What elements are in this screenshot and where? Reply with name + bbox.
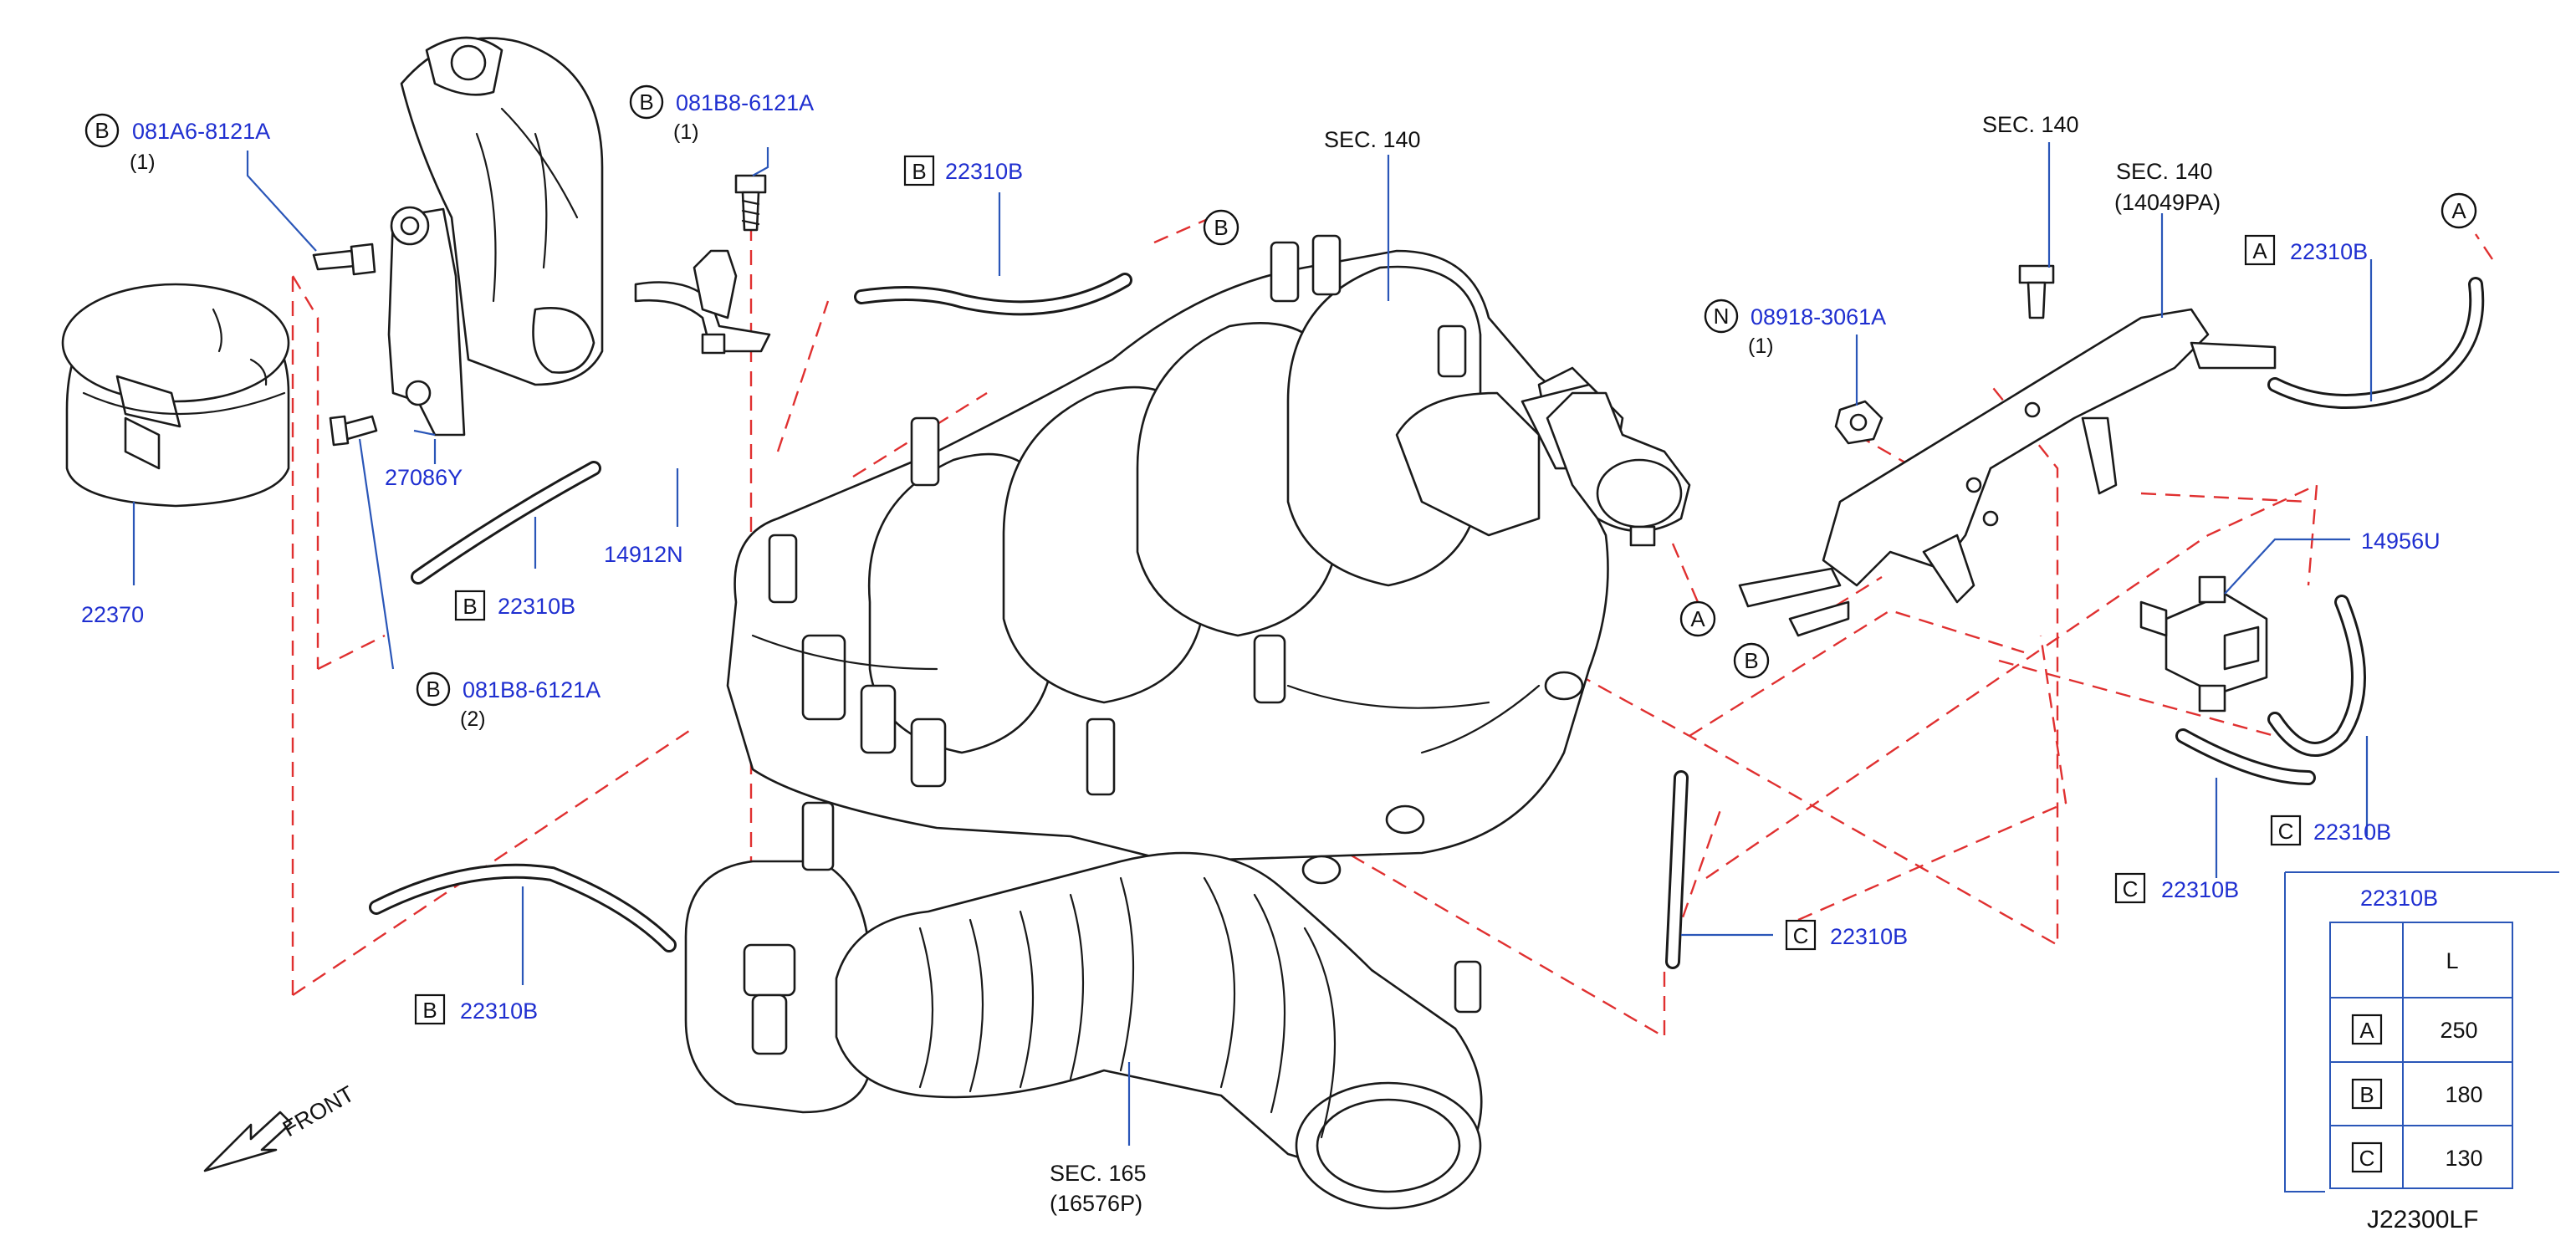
badge-letter: C xyxy=(1793,923,1809,948)
sec-140-manifold-label: SEC. 140 xyxy=(1324,127,1421,152)
badge-b-circle xyxy=(84,113,120,148)
part-number: 22310B xyxy=(945,159,1023,184)
throttle-body xyxy=(684,801,871,1114)
connector-letter: B xyxy=(1214,215,1228,240)
quantity: (2) xyxy=(460,707,486,731)
callout-22310b-c-center: C 22310B xyxy=(1785,919,1908,951)
sec-140-top-label: SEC. 140 xyxy=(1982,112,2079,137)
callout-08918-3061a: N 08918-3061A (1) xyxy=(1704,299,1886,358)
connector-letter: A xyxy=(1690,606,1705,631)
quantity: (1) xyxy=(1748,335,1774,358)
bolt-081b8-top-icon xyxy=(734,174,767,232)
part-number: 22310B xyxy=(1830,924,1908,949)
callout-22310b-top: B 22310B xyxy=(903,155,1023,186)
part-number: 22310B xyxy=(460,998,538,1024)
badge-letter: B xyxy=(95,118,109,143)
row-length: 180 xyxy=(2445,1082,2482,1107)
row-code: A xyxy=(2359,1018,2374,1043)
hoses xyxy=(369,273,2485,969)
part-number: 08918-3061A xyxy=(1751,304,1886,329)
connector-letter: A xyxy=(2451,198,2466,223)
callout-sec-140-bracket: SEC. 140 (14049PA) xyxy=(2114,159,2221,215)
badge-b-square xyxy=(903,155,935,186)
intake-manifold xyxy=(726,234,1624,885)
badge-letter: C xyxy=(2123,876,2139,901)
badge-letter: N xyxy=(1714,304,1730,329)
leader-lines xyxy=(132,142,2373,1146)
row-code: C xyxy=(2359,1146,2375,1171)
connector-a-mid: A xyxy=(1679,600,1716,637)
length-table-row: C 130 xyxy=(2351,1141,2483,1173)
valve-14956u xyxy=(2139,575,2268,712)
connector-letter: B xyxy=(1744,648,1758,673)
callout-22310b-a-right: A 22310B xyxy=(2244,234,2368,266)
sec-140-bracket-label: SEC. 140 xyxy=(2116,159,2213,184)
quantity: (1) xyxy=(673,120,699,144)
badge-letter: B xyxy=(639,89,653,115)
length-table-row: A 250 xyxy=(2351,1014,2478,1045)
vacuum-actuator xyxy=(1546,391,1691,547)
part-27086y-label: 27086Y xyxy=(385,465,463,490)
bracket-27086y xyxy=(387,36,604,437)
badge-b-circle xyxy=(629,84,664,120)
connector-a-top: A xyxy=(2441,192,2477,229)
air-duct xyxy=(835,851,1483,1210)
badge-letter: B xyxy=(422,998,437,1023)
badge-letter: C xyxy=(2278,819,2294,844)
bolt-sec140-icon xyxy=(2018,264,2055,319)
part-number: 22310B xyxy=(2313,820,2391,845)
part-14912n-label: 14912N xyxy=(604,542,683,567)
front-arrow: FRONT xyxy=(203,1081,359,1172)
length-table-header-l: L xyxy=(2446,948,2458,973)
part-number: 22310B xyxy=(2161,877,2239,902)
canister-22370 xyxy=(61,283,290,508)
part-number: 22310B xyxy=(2290,239,2368,264)
callout-22310b-c-right-upper: C 22310B xyxy=(2270,815,2391,846)
sec-165-sub: (16576P) xyxy=(1050,1191,1142,1216)
part-14956u-label: 14956U xyxy=(2361,529,2441,554)
callout-22310b-lower: B 22310B xyxy=(414,993,538,1025)
front-arrow-icon xyxy=(203,1111,293,1172)
badge-letter: B xyxy=(463,594,477,619)
sec-140-bracket-sub: (14049PA) xyxy=(2114,190,2221,215)
part-number: 22310B xyxy=(498,594,575,619)
row-length: 250 xyxy=(2440,1018,2477,1043)
nut-08918-icon xyxy=(1834,400,1883,445)
sec-165-label: SEC. 165 xyxy=(1050,1161,1147,1186)
length-table-title: 22310B xyxy=(2360,886,2438,911)
bolt-081a6-icon xyxy=(312,243,376,276)
callout-081a6-8121a: B 081A6-8121A (1) xyxy=(84,113,270,174)
part-number: 081B8-6121A xyxy=(463,677,601,702)
callout-22310b-mid: B 22310B xyxy=(454,590,575,621)
row-length: 130 xyxy=(2445,1146,2482,1171)
connector-b-mid: B xyxy=(1733,642,1770,679)
diagram-code: J22300LF xyxy=(2367,1206,2478,1233)
callout-22310b-c-right-lower: C 22310B xyxy=(2114,872,2239,904)
length-table-row: B 180 xyxy=(2351,1078,2483,1110)
part-number: 081A6-8121A xyxy=(132,119,270,144)
callout-081b8-6121a-lower: B 081B8-6121A (2) xyxy=(416,672,601,731)
part-number: 081B8-6121A xyxy=(676,90,814,115)
badge-letter: B xyxy=(912,159,926,184)
badge-letter: A xyxy=(2252,238,2267,263)
pipe-14912n xyxy=(634,249,771,355)
bracket-14049pa xyxy=(1738,308,2277,637)
badge-letter: B xyxy=(426,677,440,702)
length-table: 22310B L A 250 B 180 C 130 xyxy=(2284,871,2559,1192)
row-code: B xyxy=(2359,1082,2374,1107)
quantity: (1) xyxy=(130,151,156,174)
connector-b-top: B xyxy=(1203,209,1239,246)
front-label: FRONT xyxy=(279,1081,359,1141)
part-22370-label: 22370 xyxy=(81,602,144,627)
callout-sec-165: SEC. 165 (16576P) xyxy=(1050,1161,1147,1216)
callout-081b8-6121a-top: B 081B8-6121A (1) xyxy=(629,84,814,144)
bolt-081b8-lower-icon xyxy=(329,415,378,447)
